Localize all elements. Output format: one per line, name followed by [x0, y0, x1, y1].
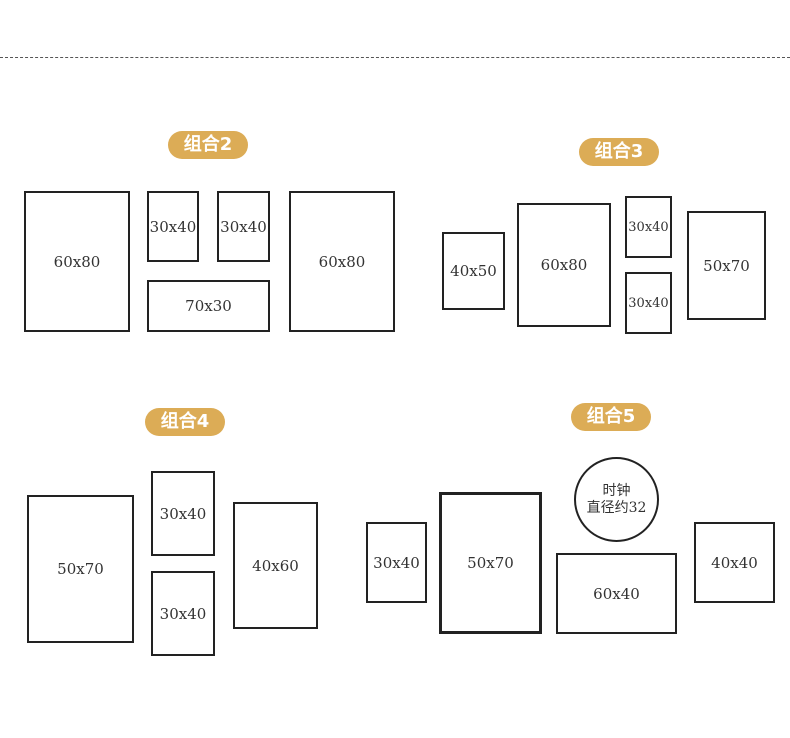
group4-frame-1: 50x70	[27, 495, 134, 643]
group2-frame-2: 30x40	[147, 191, 199, 262]
group5-badge: 组合5	[571, 403, 651, 431]
group3-badge: 组合3	[579, 138, 659, 166]
group4-frame-2: 30x40	[151, 471, 215, 556]
clock-label: 时钟	[602, 482, 631, 499]
group5-frame-2: 50x70	[439, 492, 542, 634]
group3-frame-5: 50x70	[687, 211, 766, 320]
group2-frame-5: 60x80	[289, 191, 395, 332]
group3-frame-2: 60x80	[517, 203, 611, 327]
group3-frame-3: 30x40	[625, 196, 672, 258]
group2-frame-3: 30x40	[217, 191, 270, 262]
group4-frame-3: 30x40	[151, 571, 215, 656]
group3-frame-1: 40x50	[442, 232, 505, 310]
group2-badge: 组合2	[168, 131, 248, 159]
group2-frame-4: 70x30	[147, 280, 270, 332]
group5-frame-4: 40x40	[694, 522, 775, 603]
clock-diameter-label: 直径约32	[586, 499, 647, 516]
group2-frame-1: 60x80	[24, 191, 130, 332]
dashed-divider	[0, 57, 790, 58]
group4-frame-4: 40x60	[233, 502, 318, 629]
group4-badge: 组合4	[145, 408, 225, 436]
group5-frame-3: 60x40	[556, 553, 677, 634]
group3-frame-4: 30x40	[625, 272, 672, 334]
group5-frame-1: 30x40	[366, 522, 427, 603]
clock-circle: 时钟 直径约32	[574, 457, 659, 542]
